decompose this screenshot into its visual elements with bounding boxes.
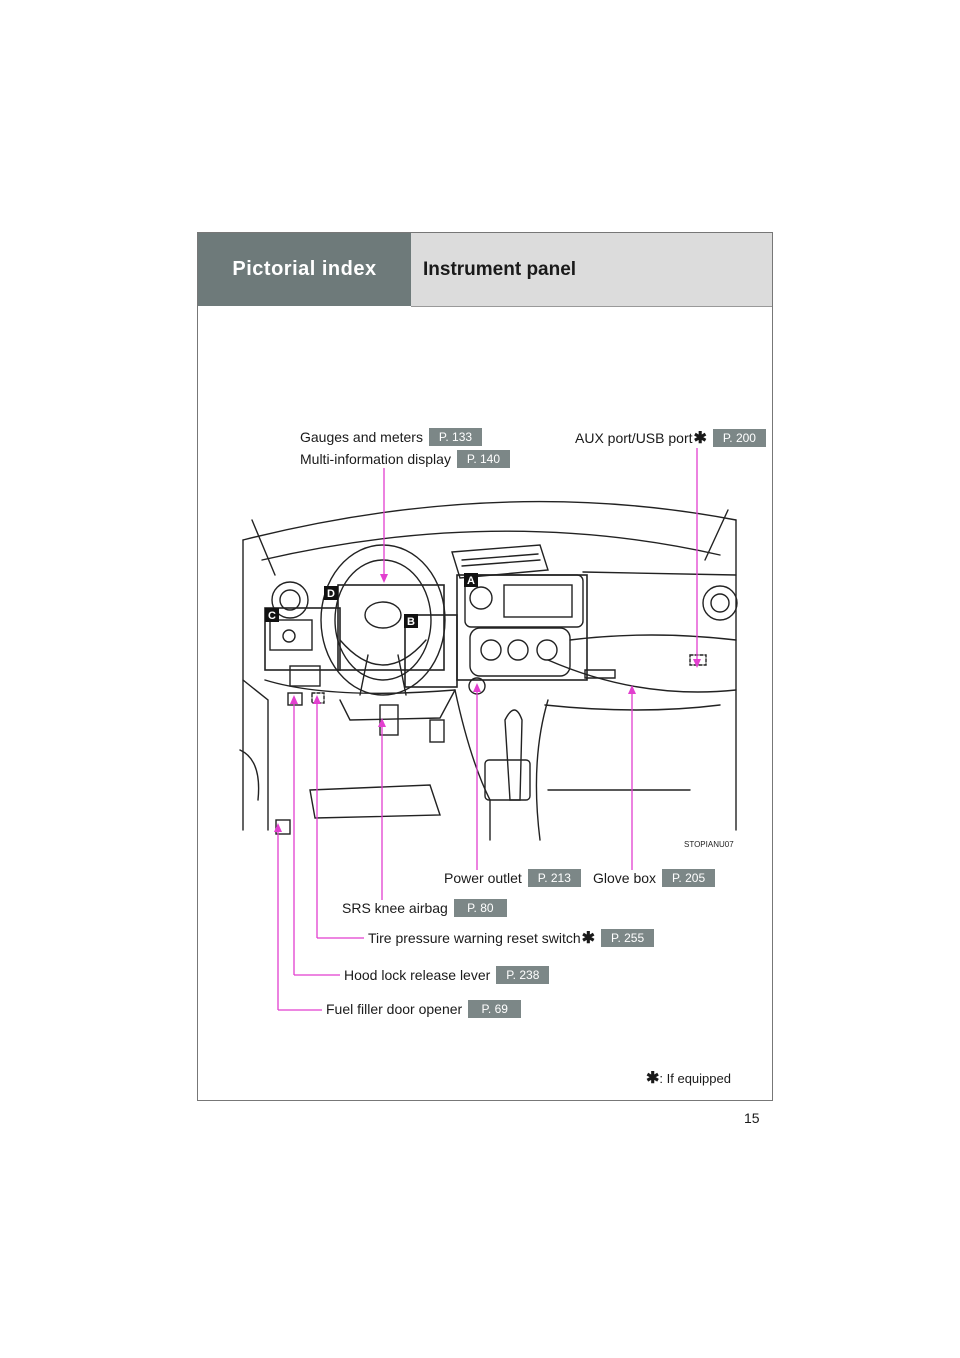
page-ref-badge[interactable]: P. 255	[601, 929, 655, 947]
page-number: 15	[744, 1110, 760, 1126]
page-header: Instrument panel	[411, 233, 772, 307]
illustration-code: STOPIANU07	[684, 840, 734, 849]
page-ref-badge[interactable]: P. 69	[468, 1000, 522, 1018]
callout-b: B	[407, 616, 415, 628]
page-ref-badge[interactable]: P. 205	[662, 869, 716, 887]
page-ref-badge[interactable]: P. 238	[496, 966, 550, 984]
label-srs-knee-airbag: SRS knee airbag P. 80	[342, 899, 507, 917]
label-aux-usb: AUX port/USB port ✱ P. 200	[575, 428, 766, 448]
label-tire-pressure: Tire pressure warning reset switch ✱ P. …	[368, 928, 655, 948]
page-ref-badge[interactable]: P. 133	[428, 428, 482, 446]
section-tab: Pictorial index	[198, 233, 411, 306]
page-ref-badge[interactable]: P. 80	[453, 899, 507, 917]
if-equipped-icon: ✱	[693, 430, 707, 447]
callout-d: D	[327, 588, 335, 600]
label-hood-lock: Hood lock release lever P. 238	[344, 966, 550, 984]
page-frame: Pictorial index Instrument panel	[197, 232, 773, 1101]
callout-c: C	[268, 610, 276, 622]
leader-lines	[277, 448, 698, 1011]
label-gauges: Gauges and meters P. 133	[300, 428, 482, 446]
page-ref-badge[interactable]: P. 213	[527, 869, 581, 887]
label-power-outlet: Power outlet P. 213	[444, 869, 581, 887]
if-equipped-icon: ✱	[646, 1070, 660, 1087]
page-ref-badge[interactable]: P. 140	[456, 450, 510, 468]
label-multi-info: Multi-information display P. 140	[300, 450, 510, 468]
label-glove-box: Glove box P. 205	[593, 869, 716, 887]
footnote: ✱ : If equipped	[646, 1070, 731, 1087]
label-fuel-filler: Fuel filler door opener P. 69	[326, 1000, 522, 1018]
callout-a: A	[467, 575, 475, 587]
page-title: Instrument panel	[423, 258, 577, 280]
page-ref-badge[interactable]: P. 200	[712, 429, 766, 447]
section-title: Pictorial index	[232, 258, 377, 280]
if-equipped-icon: ✱	[581, 930, 596, 947]
